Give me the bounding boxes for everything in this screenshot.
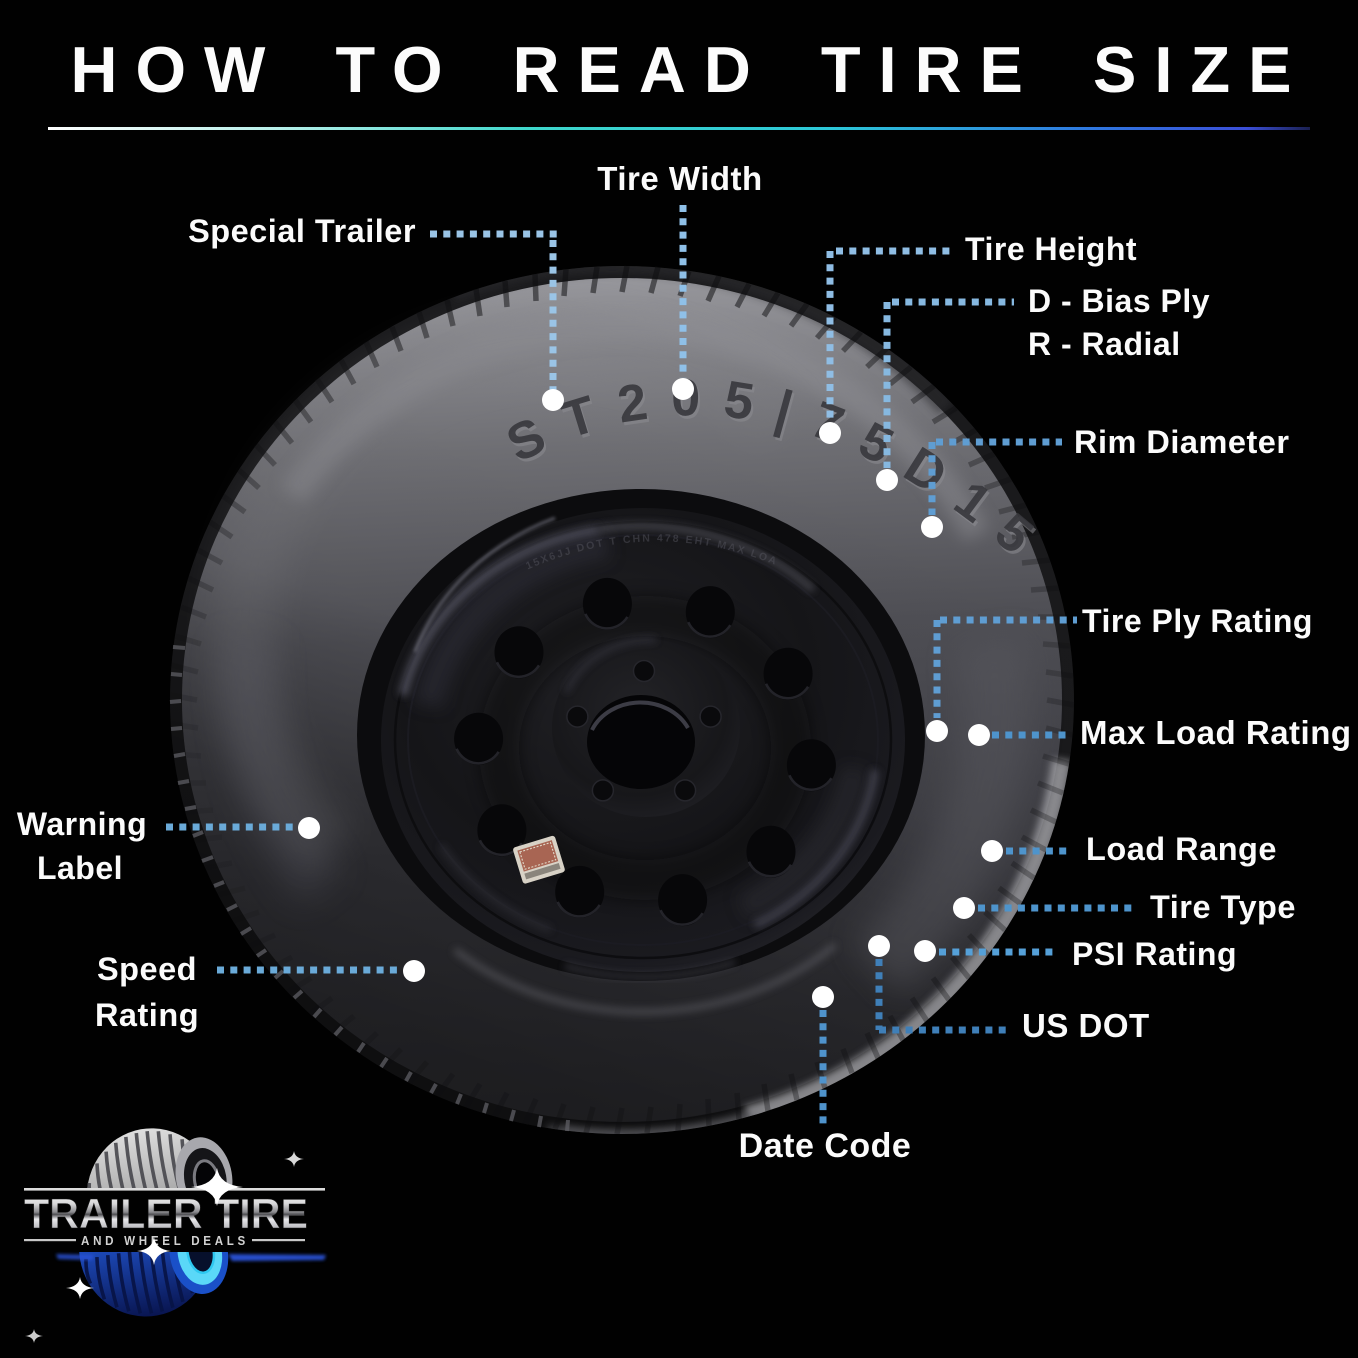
svg-text:AND WHEEL DEALS: AND WHEEL DEALS — [81, 1234, 249, 1248]
svg-text:Warning: Warning — [17, 806, 147, 842]
svg-text:Tire Ply Rating: Tire Ply Rating — [1082, 603, 1313, 639]
svg-text:US DOT: US DOT — [1022, 1007, 1150, 1044]
svg-text:Rim Diameter: Rim Diameter — [1074, 424, 1290, 460]
svg-text:Load Range: Load Range — [1086, 831, 1277, 867]
svg-text:R - Radial: R - Radial — [1028, 326, 1181, 362]
svg-text:Max Load Rating: Max Load Rating — [1080, 714, 1352, 751]
svg-text:D - Bias Ply: D - Bias Ply — [1028, 283, 1210, 319]
svg-text:Special Trailer: Special Trailer — [188, 213, 416, 249]
svg-text:Tire Height: Tire Height — [965, 231, 1137, 267]
svg-text:Rating: Rating — [95, 997, 199, 1033]
svg-text:Tire Type: Tire Type — [1150, 889, 1296, 925]
svg-text:Speed: Speed — [97, 951, 197, 987]
svg-text:PSI Rating: PSI Rating — [1072, 936, 1237, 972]
svg-text:TRAILER TIRE: TRAILER TIRE — [24, 1190, 308, 1237]
svg-text:Date Code: Date Code — [739, 1127, 912, 1165]
svg-text:Label: Label — [37, 850, 123, 886]
svg-text:HOW TO READ TIRE SIZE: HOW TO READ TIRE SIZE — [71, 33, 1310, 106]
svg-text:Tire Width: Tire Width — [597, 160, 762, 197]
